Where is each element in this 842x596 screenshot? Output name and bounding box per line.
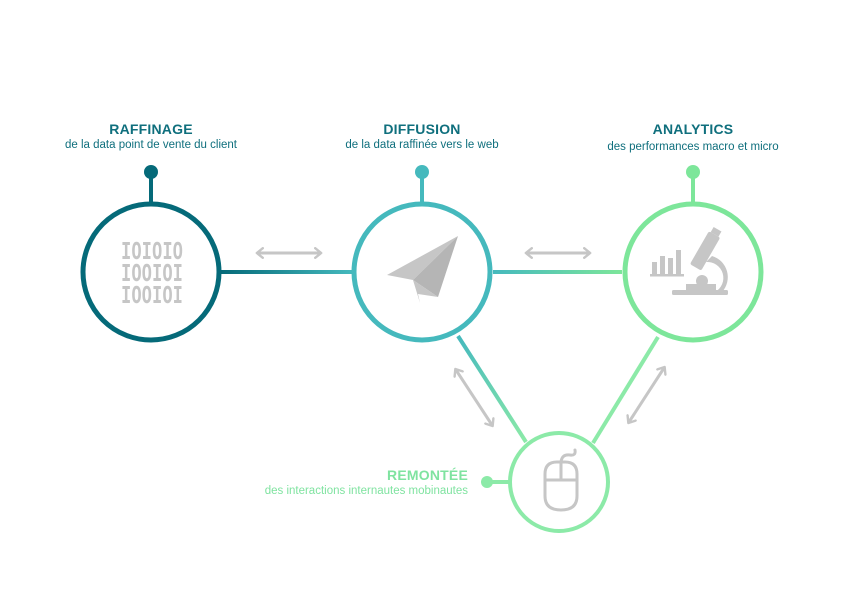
dot-diffusion	[415, 165, 429, 179]
node-title: REMONTÉE	[387, 467, 468, 483]
label-analytics: ANALYTICS des performances macro et micr…	[583, 121, 803, 153]
label-remontee: REMONTÉE des interactions internautes mo…	[228, 467, 468, 497]
node-raffinage-circle	[80, 201, 222, 343]
label-diffusion: DIFFUSION de la data raffinée vers le we…	[312, 121, 532, 151]
label-raffinage: RAFFINAGE de la data point de vente du c…	[41, 121, 261, 151]
binary-line: IOOIOI	[121, 283, 183, 309]
dot-remontee	[481, 476, 493, 488]
connector-analytics-remontee	[591, 335, 660, 445]
node-subtitle: de la data raffinée vers le web	[345, 139, 499, 151]
node-title: ANALYTICS	[652, 121, 734, 137]
node-subtitle: de la data point de vente du client	[65, 139, 237, 151]
double-arrow-icon	[626, 365, 667, 425]
node-remontee-circle	[508, 431, 610, 533]
node-subtitle: des interactions internautes mobinautes	[264, 485, 468, 497]
dot-analytics	[686, 165, 700, 179]
mouse-icon	[543, 448, 579, 512]
binary-line: IOOIOI	[121, 261, 183, 287]
paper-plane-icon	[387, 236, 458, 303]
binary-line: IOIOIO	[121, 239, 183, 265]
node-subtitle: des performances macro et micro	[607, 141, 779, 153]
binary-code-icon: IOIOIO IOOIOI IOOIOI	[121, 239, 183, 309]
dot-raffinage	[144, 165, 158, 179]
node-title: RAFFINAGE	[109, 121, 193, 137]
double-arrow-icon	[453, 367, 495, 428]
microscope-chart-icon	[650, 226, 728, 295]
node-analytics-circle	[622, 201, 764, 343]
node-title: DIFFUSION	[383, 121, 461, 137]
